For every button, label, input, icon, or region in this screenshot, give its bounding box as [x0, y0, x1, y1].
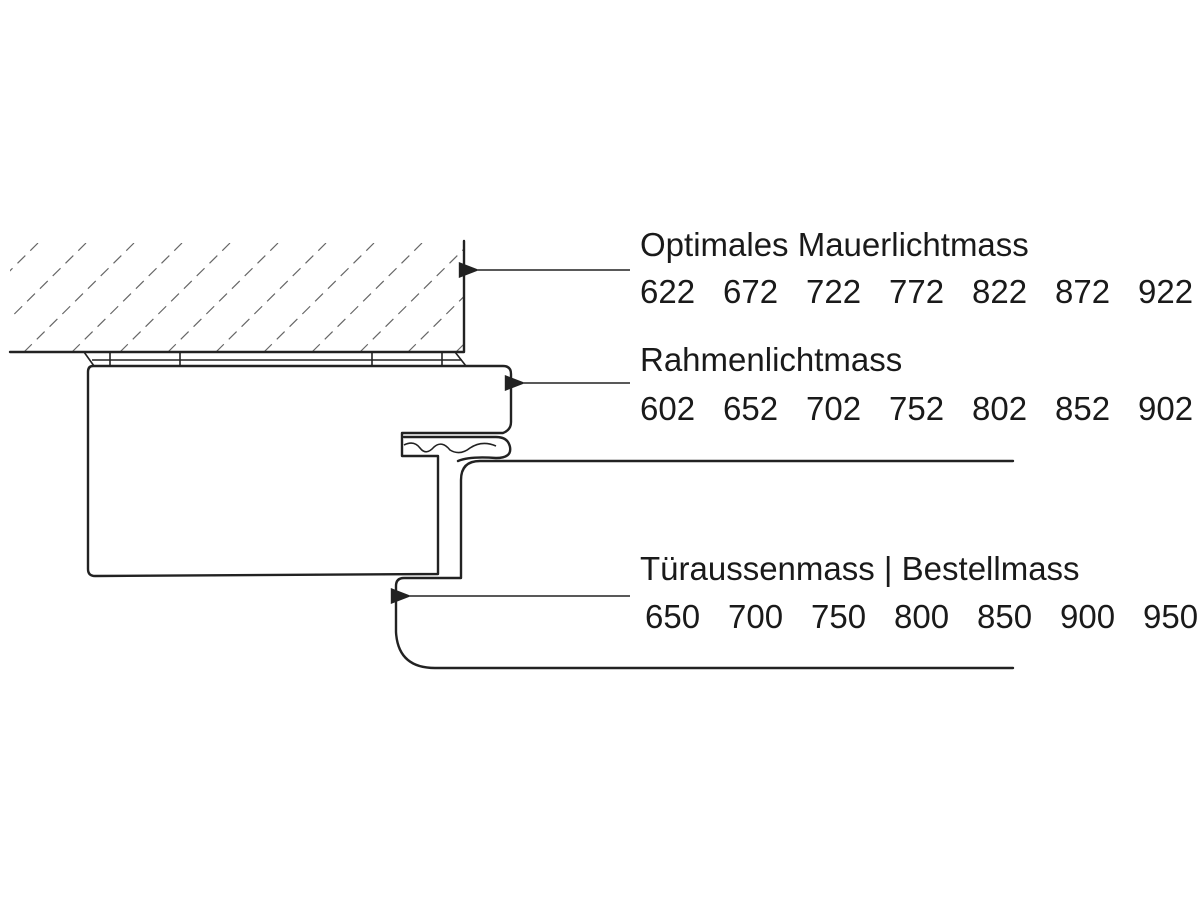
value-wall-1: 672	[723, 273, 778, 310]
value-frame-0: 602	[640, 390, 695, 427]
hatch-line	[71, 243, 183, 353]
label-door-outer: Türaussenmass | Bestellmass 650 700 750 …	[640, 550, 1198, 635]
value-door-6: 950	[1143, 598, 1198, 635]
value-wall-5: 872	[1055, 273, 1110, 310]
value-frame-4: 802	[972, 390, 1027, 427]
label-title-door: Türaussenmass | Bestellmass	[640, 550, 1080, 587]
value-wall-2: 722	[806, 273, 861, 310]
values-row-wall: 622 672 722 772 822 872 922	[640, 273, 1193, 310]
label-title-wall: Optimales Mauerlichtmass	[640, 226, 1029, 263]
value-wall-3: 772	[889, 273, 944, 310]
value-wall-4: 822	[972, 273, 1027, 310]
hatch-line	[311, 243, 423, 353]
hatch-line	[263, 243, 375, 353]
value-wall-6: 922	[1138, 273, 1193, 310]
label-title-frame: Rahmenlichtmass	[640, 341, 902, 378]
wall-hatching	[10, 243, 614, 353]
value-frame-1: 652	[723, 390, 778, 427]
value-wall-0: 622	[640, 273, 695, 310]
hatch-line	[504, 243, 614, 352]
value-frame-3: 752	[889, 390, 944, 427]
label-wall-opening: Optimales Mauerlichtmass 622 672 722 772…	[640, 226, 1193, 310]
frame-profile	[86, 364, 513, 578]
value-frame-6: 902	[1138, 390, 1193, 427]
values-row-door: 650 700 750 800 850 900 950	[645, 598, 1198, 635]
mounting-strip	[83, 351, 467, 367]
values-row-frame: 602 652 702 752 802 852 902	[640, 390, 1193, 427]
value-door-2: 750	[811, 598, 866, 635]
hatch-line	[23, 243, 135, 353]
value-frame-2: 702	[806, 390, 861, 427]
hatch-line	[10, 243, 39, 272]
hatch-line	[215, 243, 327, 353]
value-door-4: 850	[977, 598, 1032, 635]
hatch-line	[455, 343, 464, 353]
value-frame-5: 852	[1055, 390, 1110, 427]
hatch-line	[119, 243, 231, 353]
seal-gasket	[402, 435, 512, 463]
value-door-5: 900	[1060, 598, 1115, 635]
label-frame-opening: Rahmenlichtmass 602 652 702 752 802 852 …	[640, 341, 1193, 427]
hatch-line	[359, 248, 464, 353]
hatch-line	[167, 243, 279, 353]
value-door-0: 650	[645, 598, 700, 635]
wall-outline	[8, 239, 466, 354]
hatch-line	[10, 243, 87, 320]
wall	[8, 239, 614, 354]
value-door-3: 800	[894, 598, 949, 635]
value-door-1: 700	[728, 598, 783, 635]
door-leaf	[394, 459, 1015, 670]
